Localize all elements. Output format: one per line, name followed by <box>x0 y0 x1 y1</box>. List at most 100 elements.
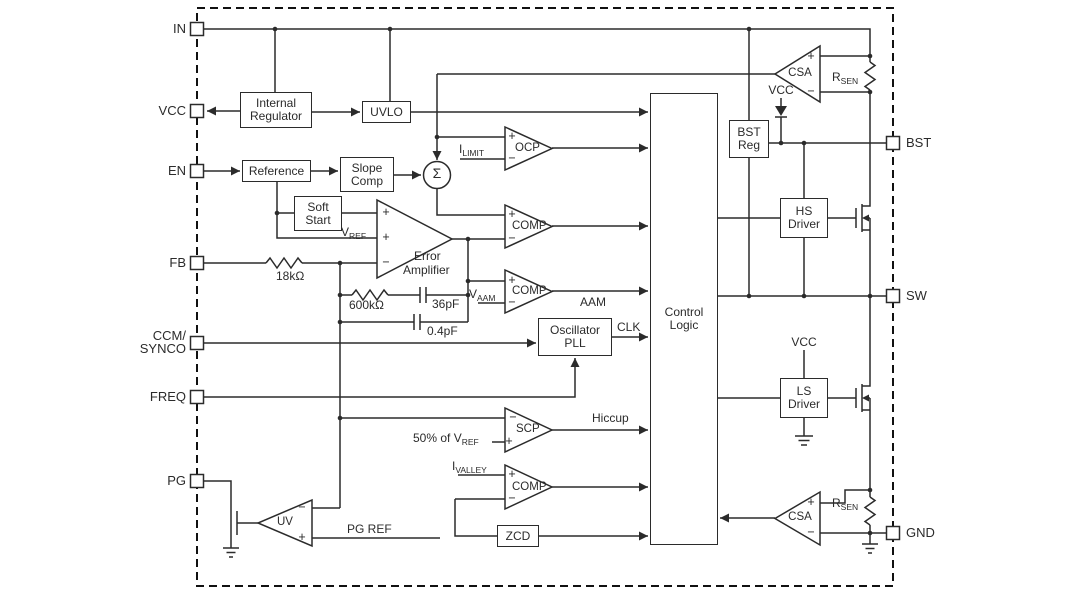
pin-label-fb: FB <box>169 255 186 270</box>
internal-regulator-block: Internal Regulator <box>240 92 312 128</box>
uvlo-block: UVLO <box>362 101 411 123</box>
wire-sw-node <box>718 238 886 297</box>
scp-threshold-base: 50% of V <box>413 431 462 445</box>
pin-square-freq <box>189 389 205 405</box>
comp-valley-minus-sign: − <box>508 491 516 505</box>
comp-pwm-minus-sign: − <box>508 231 516 245</box>
pin-square-gnd <box>885 525 901 541</box>
c-hf-label: 0.4pF <box>427 324 458 338</box>
ls-mosfet-symbol <box>828 240 871 420</box>
zcd-label: ZCD <box>505 528 531 543</box>
hs-driver-block: HS Driver <box>780 198 828 238</box>
pin-square-sw <box>885 288 901 304</box>
vaam-sub: AAM <box>477 292 496 303</box>
internal-regulator-label: Internal <box>255 96 297 110</box>
resistor-600k-symbol <box>351 288 389 302</box>
rsen-top-sub: SEN <box>840 75 859 86</box>
csa-top-plus-sign: + <box>807 49 815 63</box>
vref-base: V <box>341 225 350 239</box>
summing-node-symbol <box>422 160 452 190</box>
csa-top-minus-sign: − <box>807 84 815 98</box>
ocp-plus-sign: + <box>508 129 516 143</box>
control-logic-label: Control <box>664 305 704 319</box>
pin-label-ccm-synco: CCM/ SYNCO <box>110 329 186 355</box>
ls-driver-block: LS Driver <box>780 378 828 418</box>
wire-in-rail <box>203 28 871 120</box>
rsen-bottom-label: RSEN <box>832 497 858 512</box>
bst-reg-label-2: Reg <box>737 138 760 152</box>
pwm-comparator-symbol <box>504 203 554 250</box>
reference-block: Reference <box>242 160 311 182</box>
oscillator-label-2: PLL <box>564 336 586 350</box>
ilimit-label: ILIMIT <box>459 143 485 158</box>
resistor-18k-symbol <box>265 256 303 270</box>
wire-valley-zcd-node <box>454 498 505 537</box>
vaam-label: VAAM <box>469 288 496 303</box>
vcc-driver-label: VCC <box>791 335 817 349</box>
wire-pg-section <box>203 480 440 539</box>
pin-label-freq: FREQ <box>149 389 186 404</box>
pg-ref-label: PG REF <box>347 522 392 536</box>
rsen-top-symbol <box>863 61 877 91</box>
ls-driver-label: LS <box>796 384 812 398</box>
control-logic-block: Control Logic <box>650 93 718 545</box>
wire-error-amp-output <box>452 238 505 282</box>
oscillator-label: Oscillator <box>549 323 600 337</box>
comp-aam-plus-sign: + <box>508 273 516 287</box>
pin-label-in: IN <box>173 21 186 36</box>
scp-plus-sign: + <box>505 434 513 448</box>
csa-bottom-minus-sign: − <box>807 525 815 539</box>
junction-dots <box>272 26 873 536</box>
ivalley-label: IVALLEY <box>452 459 487 475</box>
bootstrap-diode-icon <box>775 106 787 116</box>
slope-comp-block: Slope Comp <box>340 157 394 192</box>
comp-pwm-plus-sign: + <box>508 207 516 221</box>
slope-comp-label: Slope <box>351 160 383 175</box>
r-feedback-label: 18kΩ <box>276 269 305 283</box>
bst-reg-block: BST Reg <box>729 120 769 158</box>
error-amplifier-symbol <box>376 198 454 280</box>
uv-minus-sign: − <box>298 500 306 514</box>
csa-top-symbol <box>773 44 821 104</box>
ls-mosfet-arrow-icon <box>862 394 869 402</box>
uvlo-label: UVLO <box>370 104 403 119</box>
hs-driver-label: HS <box>795 204 813 218</box>
pin-label-gnd: GND <box>906 525 935 540</box>
scp-threshold-sub: REF <box>461 436 479 447</box>
summing-node-label: Σ <box>432 165 442 181</box>
pin-square-en <box>189 163 205 179</box>
soft-start-label: Soft <box>307 199 329 214</box>
ivalley-sub: VALLEY <box>455 464 487 475</box>
pin-label-ccm-line2: SYNCO <box>139 341 186 356</box>
wire-sigma-to-pwm-comp <box>436 188 505 216</box>
scp-comparator-symbol <box>504 406 554 454</box>
rsen-top-label: RSEN <box>832 71 859 86</box>
pin-label-vcc: VCC <box>158 103 186 118</box>
ocp-minus-sign: − <box>508 151 516 165</box>
pg-mosfet-symbol <box>223 507 239 558</box>
clk-label: CLK <box>617 320 641 334</box>
wire-csa-bottom-sense <box>820 489 870 504</box>
wire-reference-chain <box>276 182 377 239</box>
bst-reg-label: BST <box>737 125 761 139</box>
ilimit-sub: LIMIT <box>462 147 485 158</box>
wire-logic-to-drivers <box>718 217 780 399</box>
compensation-network <box>340 239 469 330</box>
scp-label: SCP <box>516 423 540 435</box>
csa-bottom-label: CSA <box>788 511 812 523</box>
pin-square-fb <box>189 255 205 271</box>
ls-driver-label-2: Driver <box>788 397 820 411</box>
pin-square-in <box>189 21 205 37</box>
uv-plus-sign: + <box>298 530 306 544</box>
uv-comparator-symbol <box>256 498 313 548</box>
aam-comparator-symbol <box>504 268 554 315</box>
wire-gnd-node <box>820 532 886 554</box>
hiccup-label: Hiccup <box>592 411 629 425</box>
uv-label: UV <box>277 516 293 528</box>
vref-label: VREF <box>341 225 366 241</box>
pin-label-ccm-line1: CCM/ <box>152 328 186 343</box>
scp-threshold-label: 50% of VREF <box>413 431 479 447</box>
comp-valley-plus-sign: + <box>508 467 516 481</box>
ivalley-base: I <box>452 459 456 473</box>
